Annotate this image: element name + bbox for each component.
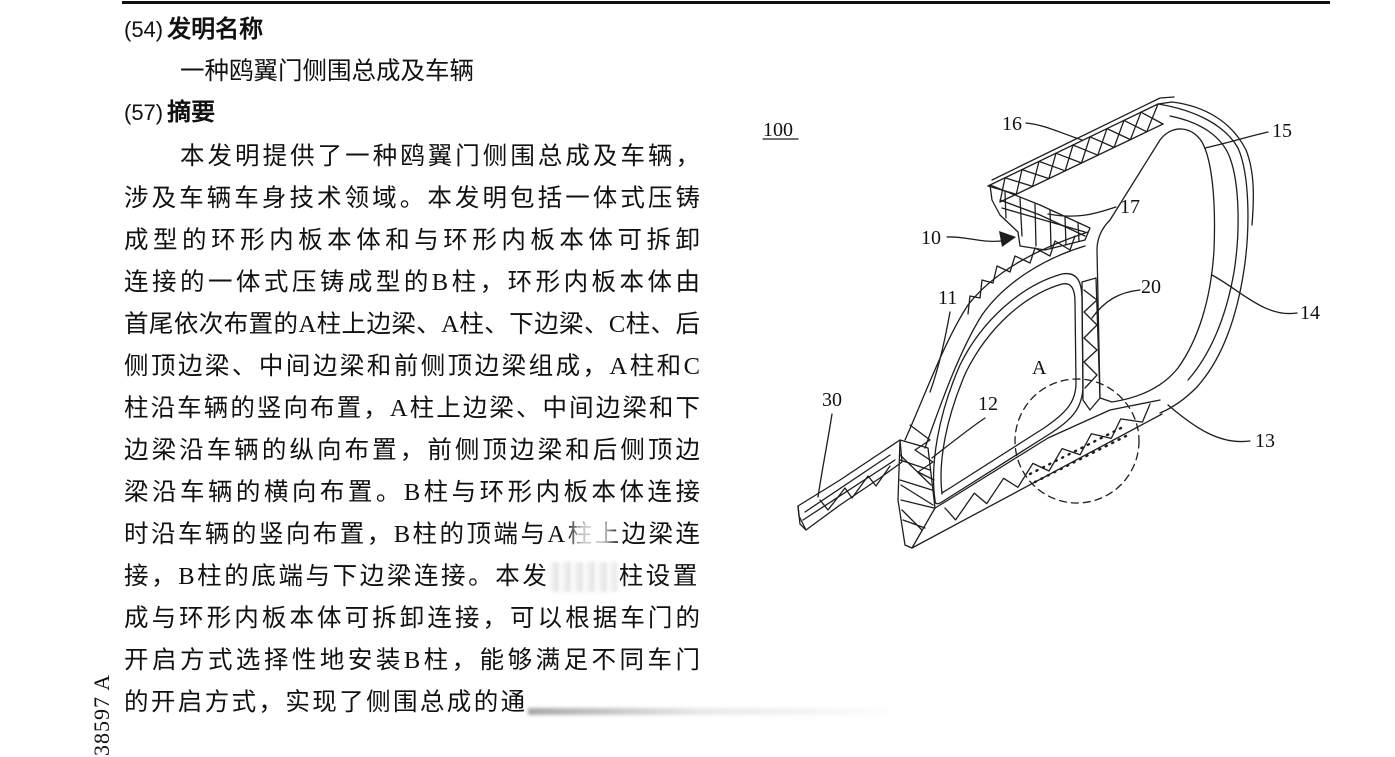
a-pillar-truss (967, 235, 1076, 315)
roof-rail-beam (987, 96, 1175, 203)
leader-line-16 (1025, 122, 1083, 141)
abstract-line-segment: 柱设置 (618, 563, 700, 590)
abstract-line: 首尾依次布置的A柱上边梁、A柱、下边梁、C柱、后 (124, 311, 700, 338)
sill-top-edge (934, 399, 1161, 509)
ref-numeral-14: 14 (1300, 302, 1320, 324)
leader-line-13 (1167, 404, 1251, 443)
leader-line-30 (817, 413, 833, 498)
abstract-line: 接，B柱的底端与下边梁连接。本发 柱设置 (124, 556, 700, 598)
a-pillar-base-bracing (899, 454, 935, 531)
detail-a-circle (1014, 378, 1140, 504)
roof-rail-truss-cross (999, 111, 1164, 203)
c-pillar-outer-edge (1157, 103, 1249, 414)
ref-numeral-17: 17 (1120, 196, 1140, 218)
field-57-label: 摘要 (167, 100, 216, 126)
sill-rivet-row (1028, 424, 1132, 484)
b-pillar-truss (1083, 289, 1098, 389)
front-extension-outline (797, 439, 903, 531)
ref-numeral-11: 11 (938, 287, 957, 309)
front-extension (797, 439, 903, 531)
front-roof-block-grid (1001, 191, 1086, 249)
abstract-line: 侧顶边梁、中间边梁和前侧顶边梁组成，A柱和C (124, 353, 700, 380)
field-54-label: 发明名称 (167, 17, 264, 43)
reference-labels: 100 16 15 17 10 11 20 14 A 30 12 13 (763, 113, 1320, 452)
abstract-line: 梁沿车辆的横向布置。B柱与环形内板本体连接 (124, 479, 700, 506)
ref-numeral-12: 12 (978, 393, 998, 415)
ref-numeral-30: 30 (822, 389, 842, 411)
rear-roof-corner (1171, 101, 1254, 226)
abstract-line: 成与环形内板本体可拆卸连接，可以根据车门的 (124, 605, 700, 632)
field-57-heading: (57)摘要 (124, 97, 215, 129)
leader-lines (762, 122, 1298, 498)
rear-opening (1096, 128, 1216, 403)
b-pillar-outline (1081, 277, 1101, 411)
abstract-line: 连接的一体式压铸成型的B柱，环形内板本体由 (124, 269, 700, 296)
abstract-line: 成型的环形内板本体和与环形内板本体可拆卸 (124, 227, 700, 254)
front-door-opening-flange (940, 283, 1077, 495)
side-frame-figure: 100 16 15 17 10 11 20 14 A 30 12 13 (762, 96, 1320, 549)
leader-line-17 (1047, 206, 1117, 217)
sill-truss (944, 403, 1151, 521)
abstract-line: 柱沿车辆的竖向布置，A柱上边梁、中间边梁和下 (124, 395, 700, 422)
side-publication-number: 38597 A (89, 673, 114, 756)
arrowhead-10 (999, 231, 1016, 247)
abstract-line: 的开启方式，实现了侧围总成的通 (124, 689, 528, 716)
ref-numeral-13: 13 (1255, 430, 1275, 452)
b-pillar (1081, 277, 1101, 411)
leader-line-14 (1211, 274, 1298, 315)
a-pillar (904, 231, 1089, 449)
leader-line-11 (929, 311, 951, 393)
abstract-line: 开启方式选择性地安装B柱，能够满足不同车门 (124, 647, 700, 674)
front-extension-truss (819, 465, 891, 511)
leader-line-20 (1091, 289, 1141, 319)
obscured-text-blur (551, 562, 617, 592)
a-pillar-inner-edge (924, 245, 1086, 449)
abstract-line: 边梁沿车辆的纵向布置，前侧顶边梁和后侧顶边 (124, 437, 700, 464)
roof-rail-truss (987, 103, 1159, 195)
a-pillar-outer-edge (904, 231, 1089, 441)
ref-numeral-10: 10 (921, 227, 941, 249)
ref-detail-a: A (1032, 357, 1047, 379)
leader-line-12 (931, 417, 986, 459)
abstract-line: 本发明提供了一种鸥翼门侧围总成及车辆， (180, 143, 700, 170)
ref-numeral-20: 20 (1141, 276, 1161, 298)
roof-rail-back-edge (991, 96, 1175, 181)
abstract-body: 本发明提供了一种鸥翼门侧围总成及车辆， 涉及车辆车身技术领域。本发明包括一体式压… (124, 136, 700, 724)
abstract-line-segment: 接，B柱的底端与下边梁连接。本发 (124, 563, 550, 590)
front-extension-ribs (797, 454, 896, 531)
ref-numeral-16: 16 (1002, 113, 1022, 135)
leader-line-10 (946, 236, 1002, 243)
top-rule (122, 1, 1330, 4)
a-pillar-base-outline (897, 439, 936, 549)
truncated-text-fade (528, 708, 908, 715)
leader-line-15 (1204, 131, 1269, 149)
c-pillar (1157, 101, 1254, 414)
front-roof-block-midline (999, 199, 1086, 237)
a-pillar-base (897, 424, 936, 549)
figure-line-art (762, 96, 1298, 549)
abstract-line: 涉及车辆车身技术领域。本发明包括一体式压铸 (124, 185, 700, 212)
lower-sill-beam (911, 399, 1163, 549)
ref-numeral-100: 100 (763, 119, 793, 141)
invention-title: 一种鸥翼门侧围总成及车辆 (180, 58, 474, 85)
ref-numeral-15: 15 (1272, 120, 1292, 142)
front-door-opening (932, 272, 1084, 505)
a-pillar-base-truss (909, 424, 935, 481)
field-54-code: (54) (124, 17, 164, 42)
field-54-heading: (54)发明名称 (124, 14, 263, 46)
obscured-text-overlay (566, 520, 620, 550)
c-pillar-inner-edge (1169, 115, 1239, 381)
field-57-code: (57) (124, 100, 164, 125)
